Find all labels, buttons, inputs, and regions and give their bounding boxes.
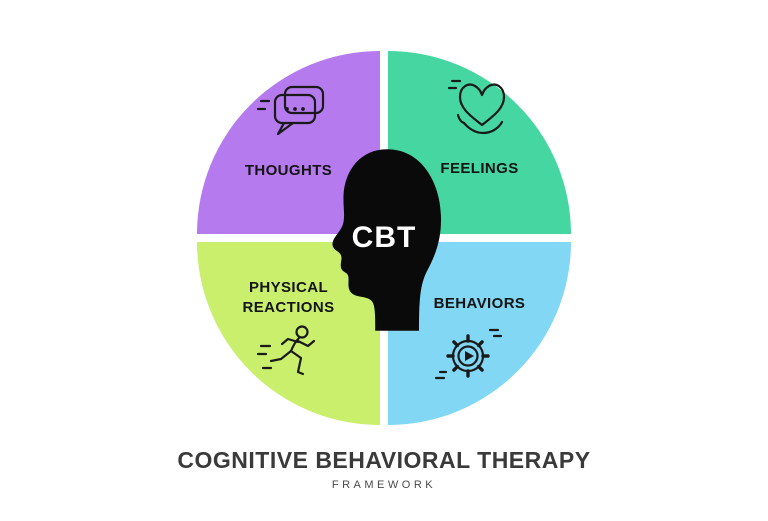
cbt-center-label: CBT	[351, 221, 417, 254]
behaviors-label: BEHAVIORS	[433, 295, 526, 312]
heart-in-hands-icon	[444, 73, 520, 139]
physical-reactions-label: PHYSICAL REACTIONS	[242, 279, 335, 317]
thoughts-label: THOUGHTS	[244, 162, 333, 179]
head-silhouette: CBT	[318, 147, 450, 333]
footer: COGNITIVE BEHAVIORAL THERAPY FRAMEWORK	[0, 447, 768, 491]
subtitle: FRAMEWORK	[331, 479, 437, 491]
feelings-label: FEELINGS	[440, 160, 519, 177]
gear-play-icon	[430, 322, 506, 388]
speech-bubbles-icon	[255, 81, 331, 143]
main-title: COGNITIVE BEHAVIORAL THERAPY	[177, 447, 591, 473]
running-person-icon	[255, 322, 331, 384]
